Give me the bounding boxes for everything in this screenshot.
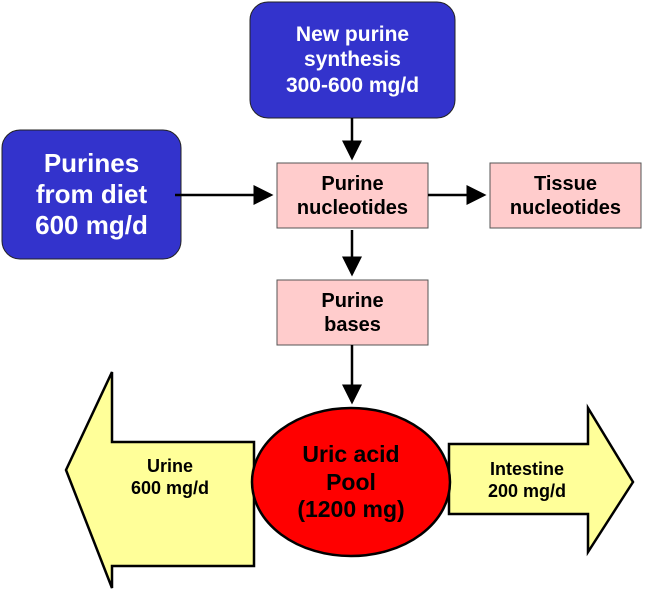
tissue-line1: Tissue xyxy=(534,172,597,195)
new-synthesis-line2: synthesis xyxy=(304,48,401,72)
uric-acid-pool-circle xyxy=(250,406,452,558)
tissue-box xyxy=(489,162,642,229)
pool-label: Uric acid Pool (1200 mg) xyxy=(252,415,450,550)
nucleotides-label: Purine nucleotides xyxy=(277,163,428,228)
urine-rate: 600 mg/d xyxy=(130,477,210,498)
intestine-label: Intestine 200 mg/d xyxy=(462,448,592,513)
pool-line2: Pool xyxy=(326,468,376,495)
new-synthesis-rate: 300-600 mg/d xyxy=(285,73,420,97)
bases-line2: bases xyxy=(324,313,381,336)
intestine-line1: Intestine xyxy=(489,458,564,479)
tissue-label: Tissue nucleotides xyxy=(490,163,641,228)
nucleotides-box xyxy=(276,162,429,229)
tissue-line2: nucleotides xyxy=(509,196,622,219)
bases-label: Purine bases xyxy=(277,280,428,345)
diet-line1: Purines xyxy=(43,147,140,178)
nucleotides-line1: Purine xyxy=(321,172,384,195)
new-synthesis-line1: New purine xyxy=(295,23,410,47)
pool-line1: Uric acid xyxy=(302,441,400,468)
intestine-arrow xyxy=(447,403,635,557)
bases-line1: Purine xyxy=(321,289,384,312)
diet-rate: 600 mg/d xyxy=(35,210,148,241)
bases-box xyxy=(276,279,429,346)
diet-label: Purines from diet 600 mg/d xyxy=(2,130,181,259)
urine-line1: Urine xyxy=(146,455,193,476)
nucleotides-line2: nucleotides xyxy=(296,196,409,219)
intestine-rate: 200 mg/d xyxy=(487,480,567,501)
urine-arrow xyxy=(64,371,256,589)
pool-amount: (1200 mg) xyxy=(297,496,405,523)
urine-label: Urine 600 mg/d xyxy=(105,445,235,510)
new-synthesis-label: New purine synthesis 300-600 mg/d xyxy=(250,2,455,118)
diet-line2: from diet xyxy=(35,178,148,209)
